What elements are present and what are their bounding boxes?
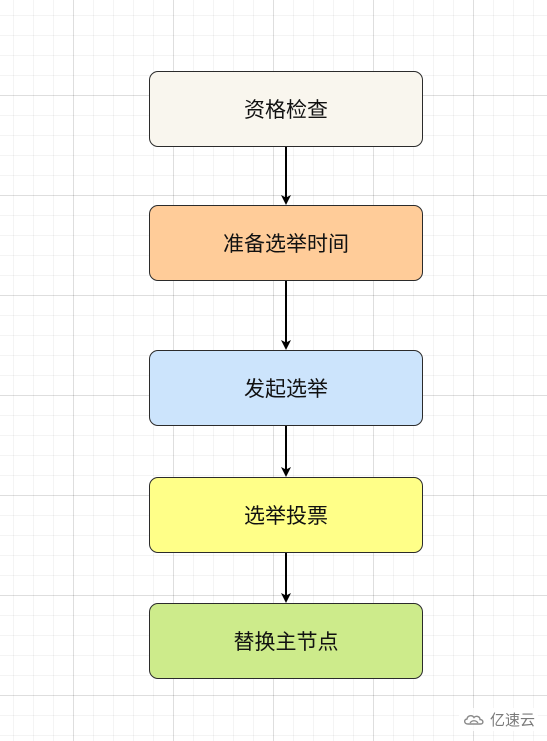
node-election-vote[interactable]: 选举投票 [149, 477, 423, 553]
node-start-election[interactable]: 发起选举 [149, 350, 423, 426]
watermark: 亿速云 [459, 708, 539, 731]
node-prepare-election-time[interactable]: 准备选举时间 [149, 205, 423, 281]
node-replace-master[interactable]: 替换主节点 [149, 603, 423, 679]
node-eligibility-check[interactable]: 资格检查 [149, 71, 423, 147]
cloud-logo-icon [463, 714, 484, 725]
watermark-text: 亿速云 [490, 711, 536, 729]
